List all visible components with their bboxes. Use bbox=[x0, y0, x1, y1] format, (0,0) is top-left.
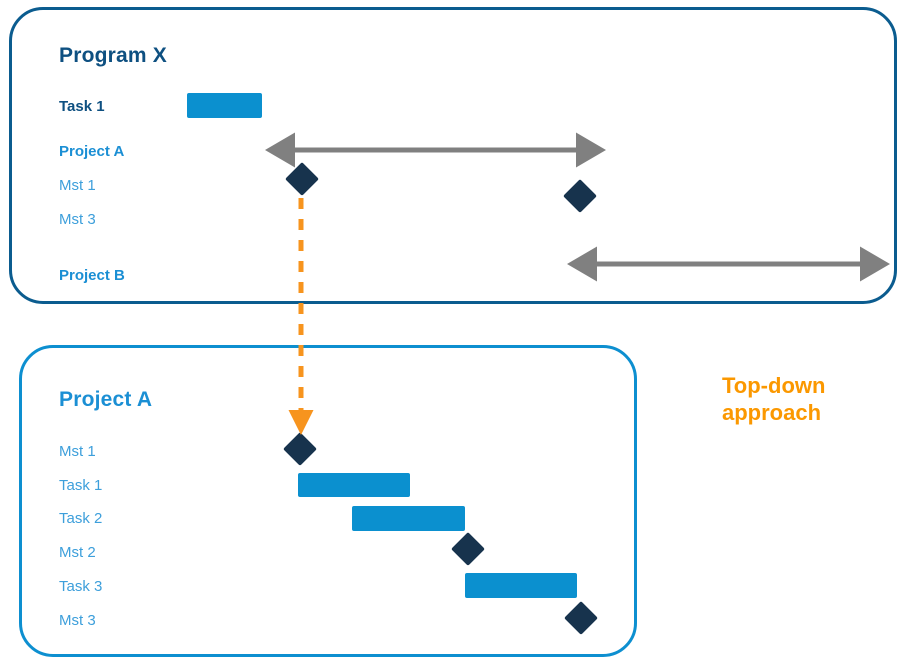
project-row-label-task-1: Task 1 bbox=[59, 477, 103, 494]
callout-line-1: Top-down bbox=[722, 373, 826, 398]
project-a-panel[interactable] bbox=[19, 345, 637, 657]
project-row-label-mst-3: Mst 3 bbox=[59, 612, 96, 629]
program-row-label-project-b: Project B bbox=[59, 267, 125, 284]
program-row-label-mst-1: Mst 1 bbox=[59, 177, 96, 194]
program-x-title: Program X bbox=[59, 44, 167, 67]
program-row-label-mst-3: Mst 3 bbox=[59, 211, 96, 228]
project-row-label-task-3: Task 3 bbox=[59, 578, 103, 595]
top-down-approach-callout: Top-down approach bbox=[722, 373, 892, 427]
project-a-title: Project A bbox=[59, 388, 153, 411]
project-task-1-bar[interactable] bbox=[298, 473, 410, 497]
program-row-label-project-a: Project A bbox=[59, 143, 125, 160]
project-row-label-mst-1: Mst 1 bbox=[59, 443, 96, 460]
program-task-1-bar[interactable] bbox=[187, 93, 262, 118]
project-row-label-task-2: Task 2 bbox=[59, 510, 103, 527]
project-task-2-bar[interactable] bbox=[352, 506, 465, 531]
project-row-label-mst-2: Mst 2 bbox=[59, 544, 96, 561]
callout-line-2: approach bbox=[722, 399, 822, 425]
program-row-label-task-1: Task 1 bbox=[59, 98, 105, 115]
project-task-3-bar[interactable] bbox=[465, 573, 577, 598]
